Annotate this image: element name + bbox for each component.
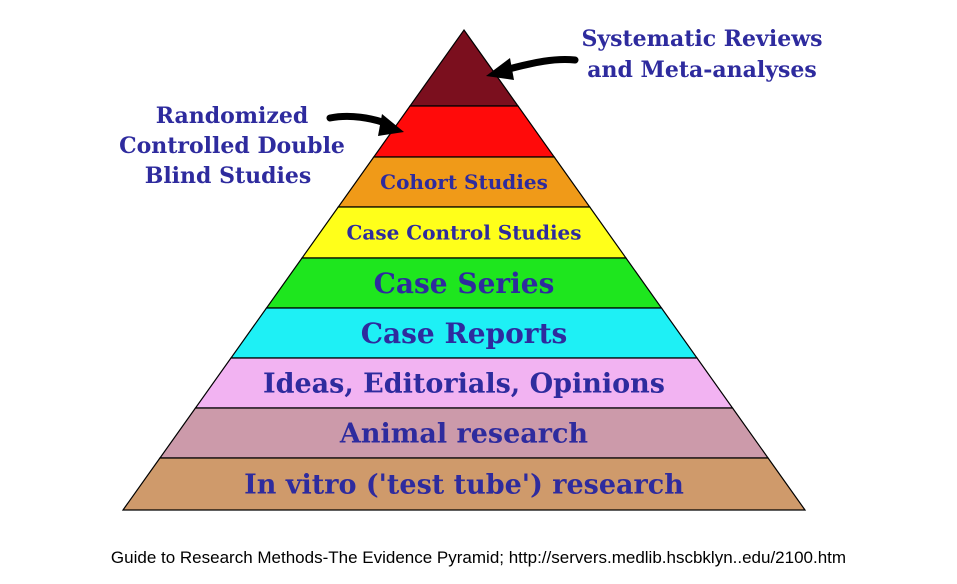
callout-top-line1: Systematic Reviews bbox=[581, 26, 822, 52]
callout-left-line3: Blind Studies bbox=[145, 163, 312, 189]
arrow-top-icon bbox=[501, 56, 579, 74]
pyramid-level-label: Ideas, Editorials, Opinions bbox=[263, 368, 665, 399]
pyramid-level-9 bbox=[121, 457, 807, 511]
pyramid-level-label: Animal research bbox=[339, 418, 588, 449]
pyramid-level-label: Case Series bbox=[374, 267, 555, 300]
arrow-top-head-icon bbox=[486, 58, 514, 80]
callout-left-line1: Randomized bbox=[156, 103, 309, 129]
pyramid-level-label: In vitro ('test tube') research bbox=[244, 469, 684, 500]
source-caption: Guide to Research Methods-The Evidence P… bbox=[110, 548, 847, 567]
callout-left-line2: Controlled Double bbox=[119, 133, 345, 159]
pyramid-level-label: Case Control Studies bbox=[346, 221, 581, 245]
callout-top-line2: and Meta-analyses bbox=[587, 57, 817, 83]
arrow-left-head-icon bbox=[378, 114, 404, 136]
pyramid-level-label: Case Reports bbox=[361, 317, 568, 350]
arrow-left-icon bbox=[326, 112, 392, 128]
pyramid-level-label: Cohort Studies bbox=[380, 170, 548, 194]
